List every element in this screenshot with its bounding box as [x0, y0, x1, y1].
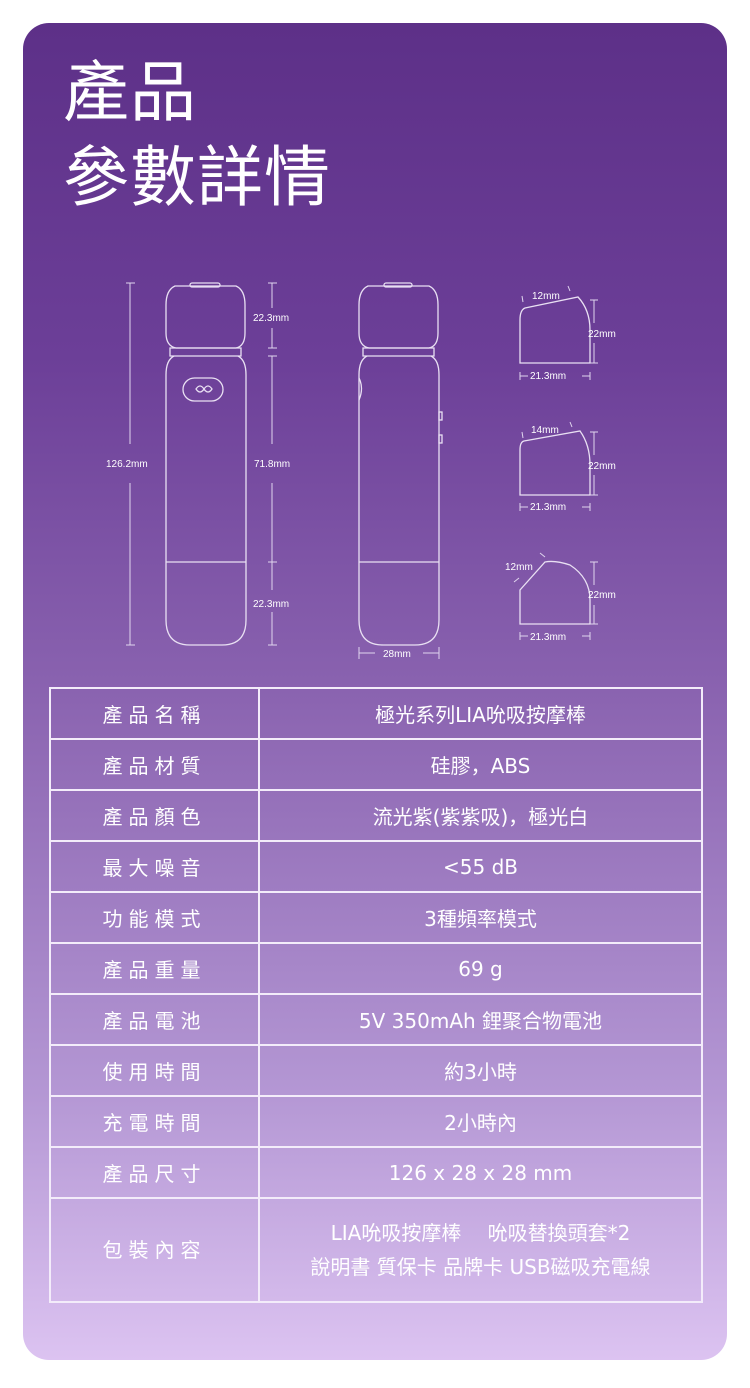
table-row: 產品顏色流光紫(紫紫吸)，極光白 [49, 789, 703, 842]
table-row: 產品名稱極光系列LIA吮吸按摩棒 [49, 687, 703, 740]
product-dimension-diagram: 126.2mm 22.3mm 71.8mm 22.3mm 28mm 12mm 2… [106, 282, 616, 660]
base-length-label: 22.3mm [253, 599, 289, 610]
side-view [358, 282, 443, 646]
table-row: 使用時間約3小時 [49, 1044, 703, 1097]
svg-text:22mm: 22mm [588, 461, 616, 472]
table-row: 產品材質硅膠，ABS [49, 738, 703, 791]
svg-text:22mm: 22mm [588, 590, 616, 601]
table-row: 最大噪音<55 dB [49, 840, 703, 893]
page-title-line1: 產品 [63, 54, 197, 131]
width-label: 28mm [383, 649, 411, 660]
svg-text:21.3mm: 21.3mm [530, 632, 566, 643]
head-length-label: 22.3mm [253, 313, 289, 324]
svg-text:12mm: 12mm [505, 562, 533, 573]
head-3: 12mm 22mm 21.3mm [505, 552, 616, 643]
svg-text:22mm: 22mm [588, 329, 616, 340]
svg-text:21.3mm: 21.3mm [530, 371, 566, 382]
svg-text:14mm: 14mm [531, 425, 559, 436]
body-length-label: 71.8mm [254, 459, 290, 470]
front-view [165, 282, 247, 646]
total-length-label: 126.2mm [106, 459, 148, 470]
svg-text:12mm: 12mm [532, 291, 560, 302]
infinity-logo-icon [182, 377, 224, 402]
page-title-line2: 參數詳情 [63, 139, 331, 216]
head-2: 14mm 22mm 21.3mm [519, 421, 616, 513]
spec-table: 產品名稱極光系列LIA吮吸按摩棒 產品材質硅膠，ABS 產品顏色流光紫(紫紫吸)… [49, 687, 703, 1303]
head-1: 12mm 22mm 21.3mm [519, 285, 616, 382]
svg-text:21.3mm: 21.3mm [530, 502, 566, 513]
